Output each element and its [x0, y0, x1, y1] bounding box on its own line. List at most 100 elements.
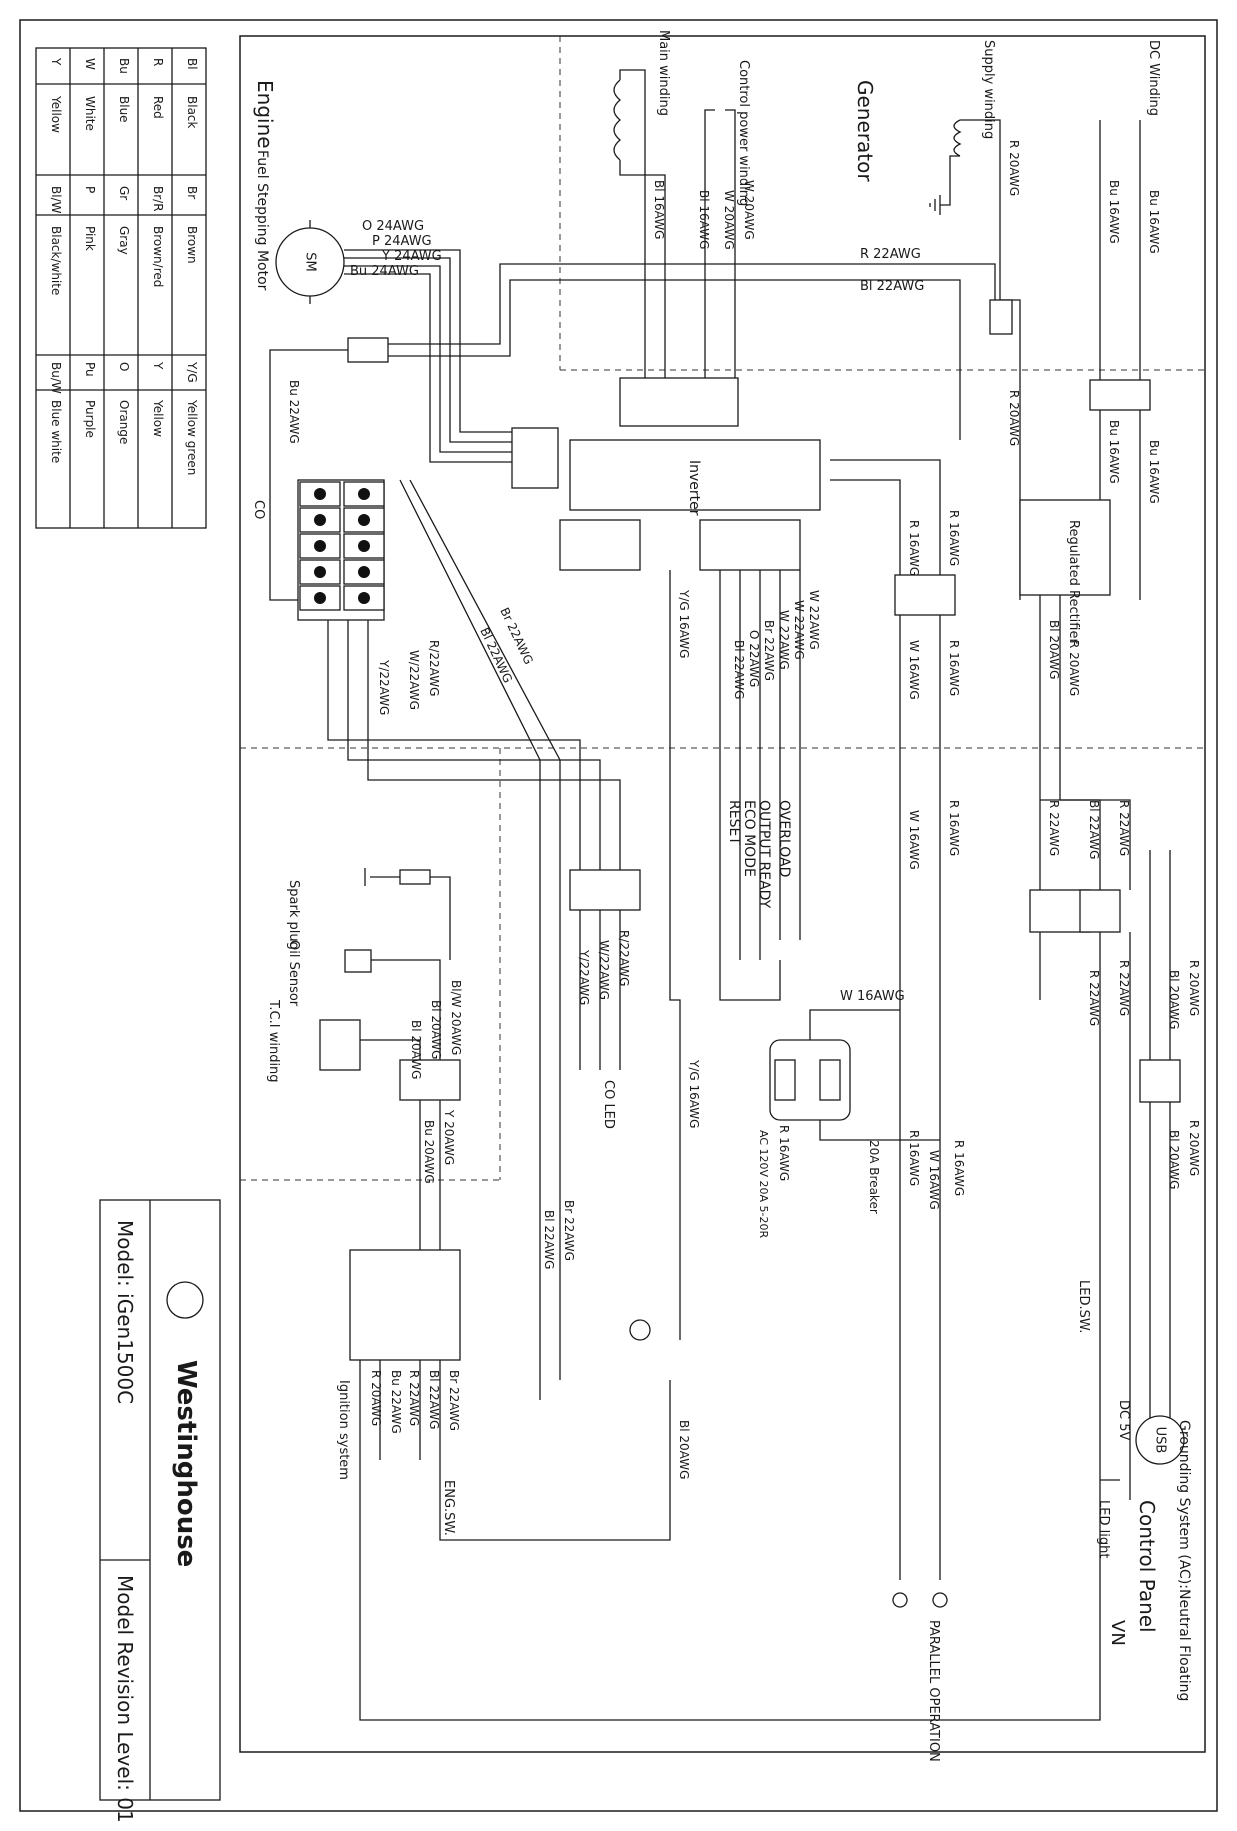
wire-label-r22-top: R 22AWG [860, 247, 921, 262]
control-panel-title: Control Panel [1135, 1500, 1159, 1633]
block-pin [314, 592, 326, 604]
legend-cell: Brown [185, 226, 199, 264]
wire-label-w20-b: W 20AWG [722, 190, 736, 250]
block-pin [314, 488, 326, 500]
wire-label-r20-rect: R 20AWG [1067, 640, 1081, 696]
legend-cell: Blue white [49, 400, 63, 463]
block-pin [358, 540, 370, 552]
eng-sw-label: ENG.SW. [441, 1480, 456, 1536]
oil-sensor [344, 949, 441, 1060]
inverter: Inverter [511, 377, 821, 571]
main-winding-label: Main winding [656, 30, 671, 116]
led-connector [569, 869, 641, 911]
wire-label-r20-usb: R 20AWG [1187, 960, 1201, 1016]
motor-side-connector [511, 427, 559, 489]
parallel-terminal-2 [892, 1592, 908, 1608]
dc-winding-label: DC Winding [1146, 40, 1161, 116]
ignition-connector [399, 1059, 461, 1101]
dc5v-label: DC 5V [1116, 1400, 1131, 1440]
legend-cell: Pu [83, 362, 97, 377]
wire-label-bl16-a: Bl 16AWG [652, 180, 666, 239]
legend-cell: Yellow [49, 95, 63, 133]
wire-label-w16-b: W 16AWG [907, 640, 921, 700]
legend-cell: Pink [83, 226, 97, 251]
legend-cell: W [83, 58, 97, 70]
wire-label-r20-usb2: R 20AWG [1187, 1120, 1201, 1176]
wire-label-bu22-motor: Bu 22AWG [287, 380, 301, 444]
tci-winding [319, 1019, 421, 1071]
control-winding-label: Control power winding [736, 60, 751, 206]
legend-frame [35, 47, 207, 529]
revision-label: Model Revision Level: 01 [113, 1575, 137, 1823]
wire-label-r16-c: R 16AWG [947, 800, 961, 856]
wire-label-r16-f: R 16AWG [952, 1140, 966, 1196]
labels: Engine Fuel Stepping Motor Generator Con… [113, 30, 1201, 1823]
block-pin [314, 540, 326, 552]
wire-label-bl20-usb2: Bl 20AWG [1167, 1130, 1181, 1189]
title-block [99, 1199, 221, 1801]
wire-label-bl20-rect: Bl 20AWG [1047, 620, 1061, 679]
wire-label-br22-s: Br 22AWG [447, 1370, 461, 1431]
wire-label-bl22-s: Bl 22AWG [427, 1370, 441, 1429]
legend-cell: Bu [117, 58, 131, 74]
legend-cell: P [83, 186, 97, 193]
grounding-label: Grounding System (AC):Neutral Floating [1176, 1420, 1192, 1701]
wire-label-blw20: Bl/W 20AWG [449, 980, 463, 1055]
wire-label-r22-usb2: R 22AWG [1087, 970, 1101, 1026]
wire-label-yg16-a: Y/G 16AWG [677, 589, 691, 658]
wire-label-br22-ign: Br 22AWG [562, 1200, 576, 1261]
wire-label-bl22-p1: Bl 22AWG [1087, 800, 1101, 859]
indicator-output-ready: OUTPUT READY [756, 800, 772, 909]
wire-label-r16-d: R 16AWG [947, 640, 961, 696]
drawing-frame [239, 35, 1206, 1753]
wire-label-w16-out: W 16AWG [840, 989, 905, 1004]
wire-label-bl22-ind: Bl 22AWG [732, 640, 746, 699]
legend-cell: Purple [83, 400, 97, 438]
block-pin [314, 514, 326, 526]
brand-name: Westinghouse [171, 1360, 201, 1567]
regulated-rectifier [1019, 499, 1111, 596]
wire-label-r22-s: R 22AWG [407, 1370, 421, 1426]
legend-cell: Brown/red [151, 226, 165, 287]
stepping-motor-label: Fuel Stepping Motor [254, 150, 270, 291]
outlet-slot-1 [819, 1059, 841, 1101]
ac-outlet [769, 1009, 940, 1141]
wire-label-r20-supply: R 20AWG [1007, 140, 1021, 196]
wire-label-bl20-gnd: Bl 20AWG [677, 1420, 691, 1479]
legend-cell: Blue [117, 96, 131, 123]
outlet-label: AC 120V 20A 5-20R [757, 1130, 770, 1239]
usb-label: USB [1153, 1427, 1168, 1454]
wire-label-bu16-rect1: Bu 16AWG [1107, 420, 1121, 484]
indicator-reset: RESET [726, 800, 742, 845]
co-label: CO [251, 500, 266, 519]
spark-plug-label: Spark plug [286, 880, 301, 950]
vn-label: VN [1107, 1620, 1128, 1646]
wire-label-o24: O 24AWG [362, 219, 424, 234]
engine-title: Engine [253, 80, 277, 149]
indicator-overload: OVERLOAD [776, 800, 792, 877]
inverter-connector-a [559, 519, 641, 571]
usb-port [1135, 1415, 1185, 1465]
ignition-label: Ignition system [336, 1380, 351, 1480]
legend-cell: O [117, 362, 131, 371]
wire-label-r22-conn: R/22AWG [427, 640, 441, 696]
wire-label-y24: Y 24AWG [381, 249, 442, 264]
block-pin [314, 566, 326, 578]
supply-winding [929, 119, 1021, 600]
legend-cell: Gr [117, 186, 131, 200]
outer-frame [19, 19, 1218, 1812]
panel-connector-2 [1079, 889, 1121, 933]
legend-cell: Red [151, 96, 165, 119]
led-sw-label: LED.SW. [1076, 1280, 1091, 1333]
wire-label-w22-led: W/22AWG [597, 940, 611, 1000]
wire-label-w22-conn: W/22AWG [407, 650, 421, 710]
wire-label-bu20: Bu 20AWG [422, 1120, 436, 1184]
parallel-label: PARALLEL OPERATION [926, 1620, 941, 1762]
outlet-slot-2 [774, 1059, 796, 1101]
motor-connector [347, 337, 389, 363]
wire-label-o22: O 22AWG [747, 630, 761, 687]
co-led-label: CO LED [601, 1080, 616, 1129]
wire-label-bu22-s: Bu 22AWG [389, 1370, 403, 1434]
wire-label-bu24: Bu 24AWG [350, 264, 419, 279]
tci-label: T.C.I winding [266, 999, 281, 1083]
